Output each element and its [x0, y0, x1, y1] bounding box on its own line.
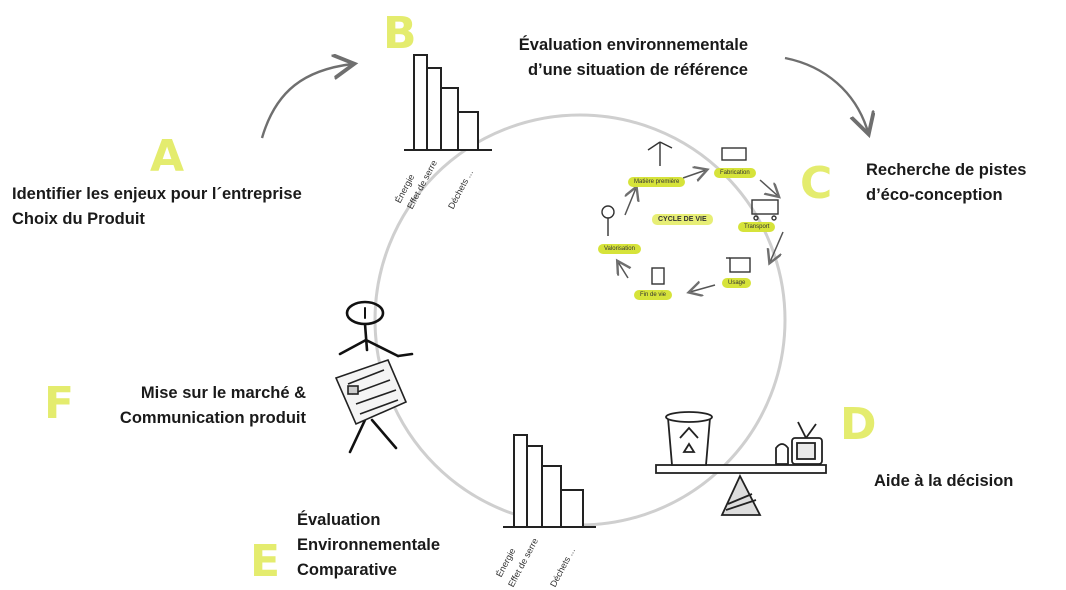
step-b-line-2: d’une situation de référence	[527, 61, 748, 79]
lifecycle-tag-6: Valorisation	[598, 244, 641, 254]
step-f-line-2: Communication produit	[119, 409, 306, 427]
lifecycle-tag-3: Transport	[738, 222, 776, 232]
step-f-label: Mise sur le marché & Communication produ…	[76, 381, 306, 431]
step-b-line-1: Évaluation environnementale	[518, 36, 748, 54]
step-a-line-2: Choix du Produit	[12, 210, 145, 228]
step-d-label: Aide à la décision	[874, 469, 1013, 494]
step-a-line-1: Identifier les enjeux pour l´entreprise	[12, 185, 302, 203]
bar-chart-top	[404, 54, 492, 151]
newspaper-icon	[334, 359, 408, 426]
step-letter-b: B	[383, 8, 417, 59]
lifecycle-loop	[601, 141, 784, 292]
step-c-line-2: d’éco-conception	[866, 186, 1003, 204]
lifecycle-center: CYCLE DE VIE	[652, 214, 713, 225]
lifecycle-tag-2: Fabrication	[714, 168, 756, 178]
step-c-line-1: Recherche de pistes	[866, 161, 1027, 179]
step-letter-c: C	[800, 158, 833, 209]
step-f-line-1: Mise sur le marché &	[140, 384, 306, 402]
bar-chart-bottom	[503, 434, 596, 528]
balance-scale-icon	[655, 464, 827, 516]
television-icon	[775, 421, 823, 465]
step-letter-e: E	[250, 536, 281, 587]
step-c-label: Recherche de pistes d’éco-conception	[866, 158, 1027, 208]
step-b-label: Évaluation environnementale d’une situat…	[453, 33, 748, 83]
arrow-b-to-c	[784, 56, 868, 132]
step-letter-f: F	[44, 378, 75, 429]
step-e-line-2: Environnementale	[297, 536, 441, 554]
step-e-line-3: Comparative	[297, 561, 397, 579]
stick-figure-icon	[338, 300, 414, 454]
lifecycle-tag-1: Matière première	[628, 177, 686, 187]
step-letter-a: A	[150, 131, 185, 182]
lifecycle-tag-5: Fin de vie	[634, 290, 673, 300]
step-d-line-1: Aide à la décision	[874, 472, 1014, 490]
recycle-bin-icon	[665, 411, 713, 466]
step-e-label: Évaluation Environnementale Comparative	[297, 508, 440, 583]
step-e-line-1: Évaluation	[297, 511, 381, 529]
arrow-a-to-b	[260, 64, 352, 139]
lifecycle-tag-4: Usage	[722, 278, 752, 288]
step-a-label: Identifier les enjeux pour l´entreprise …	[12, 182, 302, 232]
step-letter-d: D	[840, 399, 877, 450]
